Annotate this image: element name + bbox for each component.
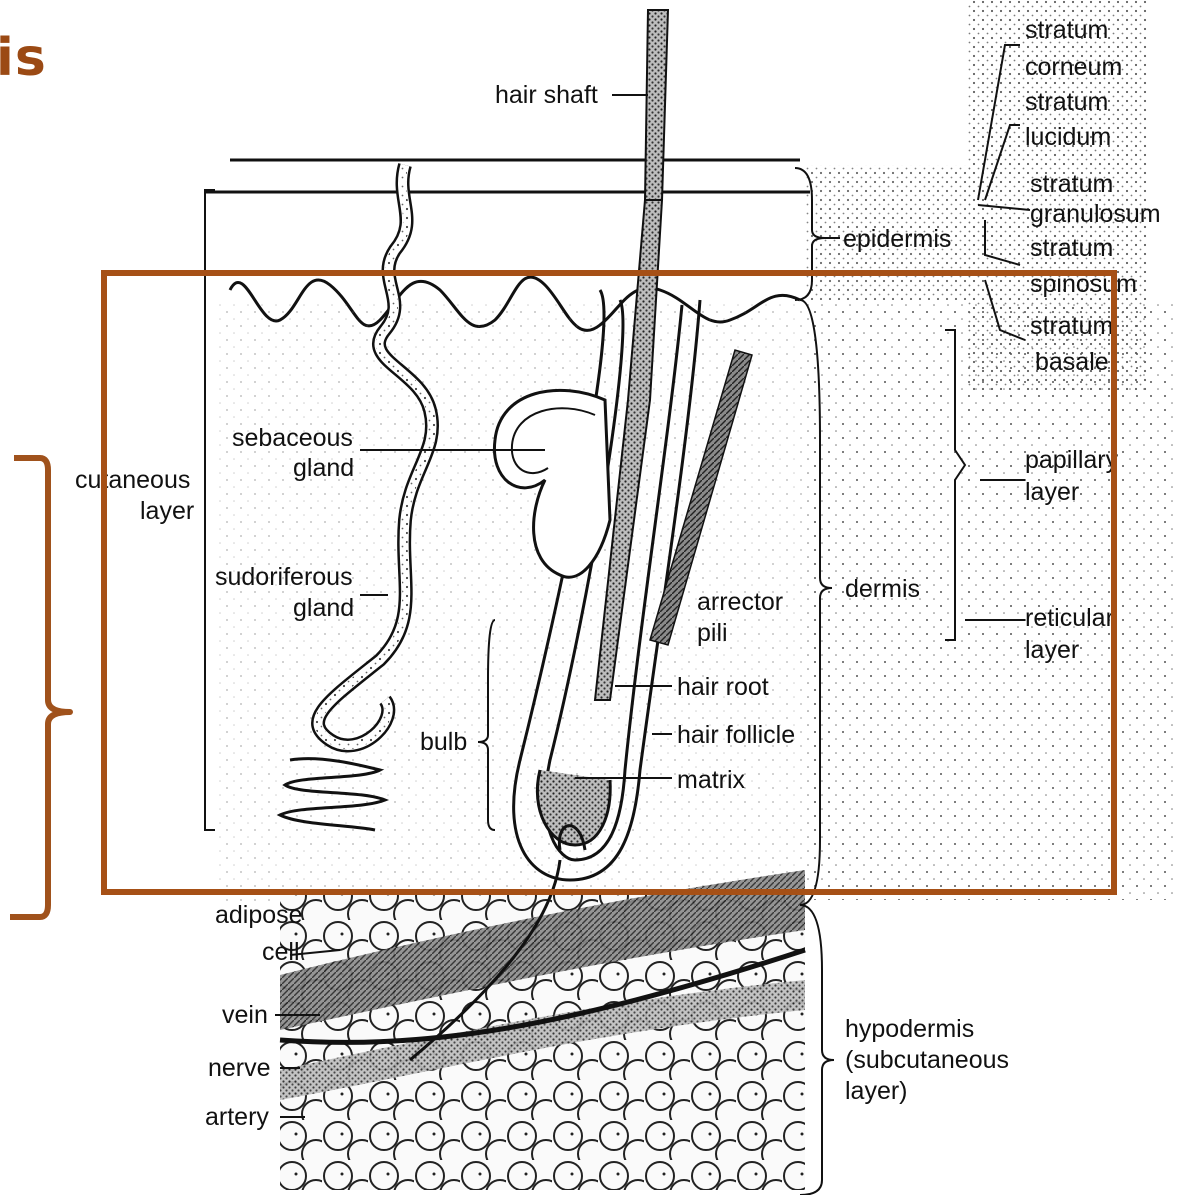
label-lucidum: lucidum bbox=[1025, 123, 1111, 151]
label-papillary: papillary bbox=[1025, 446, 1119, 474]
label-vein: vein bbox=[222, 1001, 268, 1029]
label-nerve: nerve bbox=[208, 1054, 271, 1082]
label-artery: artery bbox=[205, 1103, 269, 1131]
label-hair-follicle: hair follicle bbox=[677, 721, 795, 749]
label-sebaceous: sebaceous bbox=[232, 424, 353, 452]
label-reticular: reticular bbox=[1025, 604, 1114, 632]
label-stratum-basale-1: stratum bbox=[1030, 312, 1113, 340]
label-papillary-layer: layer bbox=[1025, 478, 1079, 506]
label-cell: cell bbox=[262, 938, 300, 966]
label-stratum-granulosum-1: stratum bbox=[1030, 170, 1113, 198]
label-hair-shaft: hair shaft bbox=[495, 81, 598, 109]
label-hair-root: hair root bbox=[677, 673, 769, 701]
label-pili: pili bbox=[697, 619, 728, 647]
label-sudoriferous: sudoriferous bbox=[215, 563, 353, 591]
label-sebaceous-gland: gland bbox=[293, 454, 354, 482]
hypodermis-region bbox=[280, 860, 805, 1190]
label-corneum: corneum bbox=[1025, 53, 1122, 81]
label-reticular-layer: layer bbox=[1025, 636, 1079, 664]
label-stratum-corneum-1: stratum bbox=[1025, 16, 1108, 44]
label-adipose: adipose bbox=[215, 901, 303, 929]
label-bulb: bulb bbox=[420, 728, 467, 756]
label-sudoriferous-gland: gland bbox=[293, 594, 354, 622]
label-arrector: arrector bbox=[697, 588, 783, 616]
curly-brace bbox=[10, 458, 70, 917]
label-stratum-spinosum-1: stratum bbox=[1030, 234, 1113, 262]
label-matrix: matrix bbox=[677, 766, 746, 794]
label-subcutaneous-layer: layer) bbox=[845, 1077, 908, 1105]
label-cutaneous: cutaneous bbox=[75, 466, 190, 494]
label-hypodermis: hypodermis bbox=[845, 1015, 974, 1043]
label-subcutaneous: (subcutaneous bbox=[845, 1046, 1009, 1074]
label-epidermis: epidermis bbox=[843, 225, 951, 253]
label-granulosum: granulosum bbox=[1030, 200, 1161, 228]
label-dermis: dermis bbox=[845, 575, 920, 603]
label-cutaneous-layer: layer bbox=[140, 497, 194, 525]
label-stratum-lucidum-1: stratum bbox=[1025, 88, 1108, 116]
label-basale: basale bbox=[1035, 348, 1109, 376]
